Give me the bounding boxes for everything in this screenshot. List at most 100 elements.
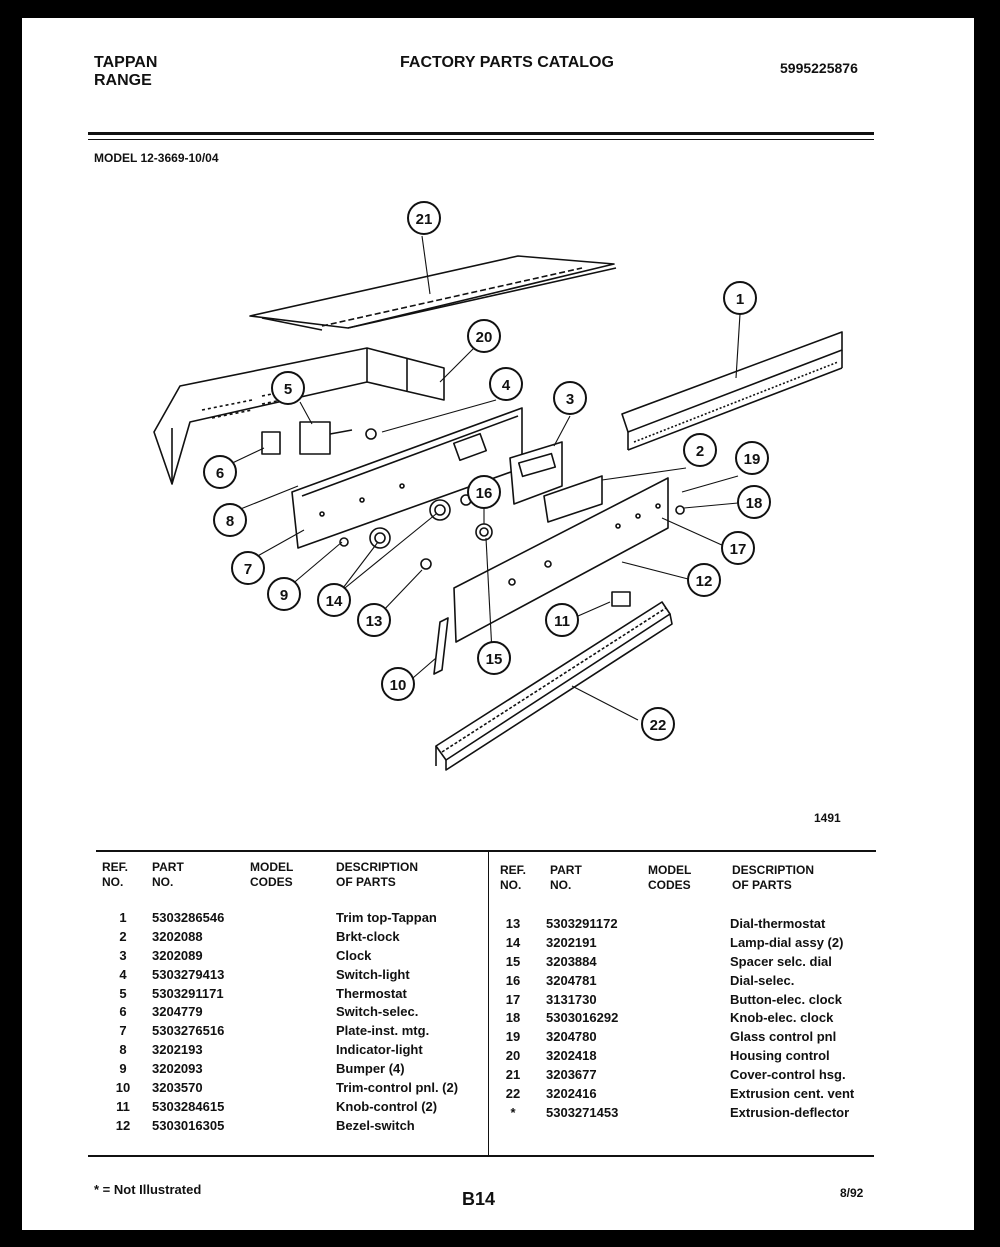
table-row-description: Knob-control (2) [336, 1098, 438, 1114]
table-row-ref: 4 [119, 966, 127, 982]
callout-5: 5 [284, 381, 292, 398]
callout-17: 17 [730, 541, 747, 558]
table-row-description: Switch-light [336, 966, 410, 982]
exploded-parts-diagram: 21 1 20 4 5 3 2 19 6 16 18 8 17 7 9 14 1… [153, 201, 843, 771]
table-row-ref: 22 [505, 1086, 521, 1102]
table-row-part: 3204779 [152, 1004, 203, 1020]
table-row-part: 3202089 [152, 947, 203, 963]
right-part-column: 5303291172 3202191 3203884 3204781 31317… [546, 915, 618, 1123]
part-trim-control-panel [433, 617, 449, 675]
table-row-part: 5303279413 [152, 966, 225, 982]
table-row-description: Indicator-light [336, 1042, 423, 1058]
table-row-ref: 3 [119, 947, 127, 963]
table-row-description: Housing control [730, 1048, 830, 1064]
table-column-divider [488, 852, 489, 1155]
table-row-ref: 8 [119, 1042, 127, 1058]
callout-8: 8 [226, 513, 234, 530]
publication-number: 5995225876 [780, 60, 858, 76]
table-row-ref: 17 [505, 991, 521, 1007]
part-housing-control [153, 347, 445, 485]
table-top-rule [96, 850, 876, 852]
brand-block: TAPPAN RANGE [94, 54, 157, 90]
page-label: B14 [462, 1189, 496, 1209]
table-row-part: 3202193 [152, 1042, 203, 1058]
header-rule-thin [88, 139, 874, 140]
table-bottom-rule [88, 1155, 874, 1157]
table-row-ref: 21 [505, 1067, 521, 1083]
table-row-description: Trim top-Tappan [336, 910, 437, 925]
table-row-part: 3202088 [152, 928, 203, 944]
model-number: MODEL 12-3669-10/04 [94, 151, 219, 165]
table-row-ref: 5 [119, 985, 127, 1001]
header-ref-no-right: REF.NO. [500, 863, 527, 892]
revision-date: 8/92 [840, 1186, 864, 1200]
callout-15: 15 [486, 651, 503, 668]
table-row-part: 3203570 [152, 1080, 203, 1096]
table-row-description: Lamp-dial assy (2) [730, 934, 844, 950]
table-row-ref: 16 [505, 972, 521, 988]
table-row-ref: 14 [505, 934, 521, 950]
left-part-column: 5303286546 3202088 3202089 5303279413 53… [152, 909, 224, 1136]
table-row-ref: 19 [505, 1029, 521, 1045]
callout-16: 16 [476, 485, 493, 502]
callout-6: 6 [216, 465, 224, 482]
figure-number: 1491 [814, 811, 841, 825]
table-row-part: 5303286546 [152, 910, 225, 925]
table-row-ref: 13 [505, 916, 521, 931]
table-row-part: 3202416 [546, 1086, 597, 1102]
table-row-part: 5303271453 [546, 1104, 619, 1120]
part-extrusion-center-vent [435, 601, 673, 771]
right-ref-column: 13 14 15 16 17 18 19 20 21 22 * [498, 915, 528, 1123]
callout-3: 3 [566, 391, 574, 408]
table-row-part: 3203884 [546, 953, 597, 969]
table-row-ref: 12 [115, 1117, 131, 1133]
part-bezel-switch [453, 477, 669, 643]
table-row-description: Extrusion cent. vent [730, 1086, 855, 1102]
callout-13: 13 [366, 613, 383, 630]
part-cover-control-housing [249, 255, 617, 331]
callout-markers: 21 1 20 4 5 3 2 19 6 16 18 8 17 7 9 14 1… [203, 201, 771, 741]
callout-20: 20 [476, 329, 493, 346]
table-row-part: 5303291172 [546, 916, 618, 931]
right-description-column: Dial-thermostat Lamp-dial assy (2) Space… [730, 915, 854, 1123]
table-row-description: Switch-selec. [336, 1004, 419, 1020]
callout-19: 19 [744, 451, 761, 468]
callout-1: 1 [736, 291, 744, 308]
table-row-ref: 11 [116, 1098, 130, 1114]
callout-11: 11 [554, 613, 570, 630]
callout-2: 2 [696, 443, 704, 460]
not-illustrated-note: * = Not Illustrated [94, 1182, 202, 1197]
table-row-ref: 10 [115, 1080, 131, 1096]
left-ref-column: 1 2 3 4 5 6 7 8 9 10 11 12 [108, 909, 138, 1136]
callout-10: 10 [390, 677, 407, 694]
header-rule-thick [88, 132, 874, 135]
left-description-column: Trim top-Tappan Brkt-clock Clock Switch-… [336, 909, 458, 1136]
header-ref-no-left: REF.NO. [102, 860, 129, 889]
table-row-description: Clock [336, 947, 372, 963]
part-trim-top [621, 331, 843, 451]
table-row-ref: 9 [119, 1061, 127, 1077]
part-clock [509, 441, 563, 505]
table-row-description: Dial-selec. [730, 972, 795, 988]
catalog-title: FACTORY PARTS CATALOG [400, 54, 614, 71]
part-thermostat [299, 421, 353, 455]
table-row-part: 5303016292 [546, 1010, 619, 1026]
table-row-ref: 1 [119, 910, 127, 925]
table-row-ref: 18 [505, 1010, 521, 1026]
callout-12: 12 [696, 573, 713, 590]
callout-18: 18 [746, 495, 763, 512]
table-row-description: Extrusion-deflector [730, 1104, 850, 1120]
table-row-part: 5303016305 [152, 1117, 225, 1133]
table-row-part: 3202191 [546, 934, 597, 950]
table-row-part: 5303276516 [152, 1023, 225, 1039]
table-row-description: Glass control pnl [730, 1029, 837, 1045]
table-row-ref: 20 [505, 1048, 521, 1064]
table-row-part: 3131730 [546, 991, 597, 1007]
part-switch-selector [261, 428, 377, 455]
table-row-description: Bezel-switch [336, 1117, 415, 1133]
part-glass-control-panel [543, 475, 603, 523]
